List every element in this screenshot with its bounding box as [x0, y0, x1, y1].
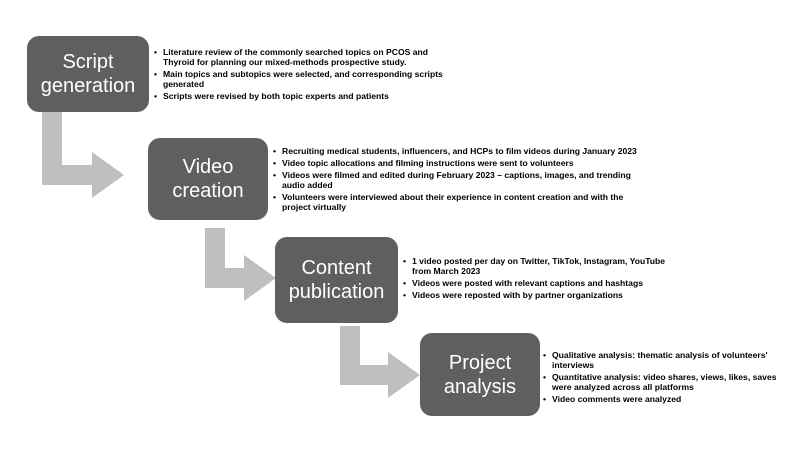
- list-item: Quantitative analysis: video shares, vie…: [543, 372, 793, 392]
- list-item: Videos were posted with relevant caption…: [403, 278, 673, 288]
- stage-title-line: creation: [172, 180, 244, 202]
- list-item: Video topic allocations and filming inst…: [273, 158, 648, 168]
- arrow-content-to-project: [340, 326, 420, 398]
- arrow-video-to-content: [205, 228, 276, 301]
- stage-bullets-project-analysis: Qualitative analysis: thematic analysis …: [543, 350, 793, 406]
- arrow-script-to-video: [42, 110, 124, 198]
- stage-title-line: Content: [301, 257, 372, 279]
- list-item: Video comments were analyzed: [543, 394, 793, 404]
- stage-bullets-video-creation: Recruiting medical students, influencers…: [273, 146, 648, 214]
- list-item: Main topics and subtopics were selected,…: [154, 69, 444, 89]
- stage-box-video-creation: Video creation: [148, 138, 268, 220]
- stage-bullets-content-publication: 1 video posted per day on Twitter, TikTo…: [403, 256, 673, 302]
- stage-box-script-generation: Script generation: [27, 36, 149, 112]
- stage-title-line: Project: [448, 351, 512, 374]
- list-item: Qualitative analysis: thematic analysis …: [543, 350, 793, 370]
- stage-title-line: analysis: [443, 375, 517, 398]
- stage-title-line: publication: [288, 281, 385, 303]
- list-item: 1 video posted per day on Twitter, TikTo…: [403, 256, 673, 276]
- stage-title-line: Script: [62, 51, 114, 73]
- stage-bullets-script-generation: Literature review of the commonly search…: [154, 47, 444, 103]
- list-item: Volunteers were interviewed about their …: [273, 192, 648, 212]
- stage-box-content-publication: Content publication: [275, 237, 398, 323]
- list-item: Videos were filmed and edited during Feb…: [273, 170, 648, 190]
- list-item: Videos were reposted with by partner org…: [403, 290, 673, 300]
- stage-title-line: generation: [40, 75, 136, 97]
- stage-box-project-analysis: Project analysis: [420, 333, 540, 416]
- list-item: Recruiting medical students, influencers…: [273, 146, 648, 156]
- list-item: Scripts were revised by both topic exper…: [154, 91, 444, 101]
- stage-title-line: Video: [182, 156, 234, 178]
- list-item: Literature review of the commonly search…: [154, 47, 444, 67]
